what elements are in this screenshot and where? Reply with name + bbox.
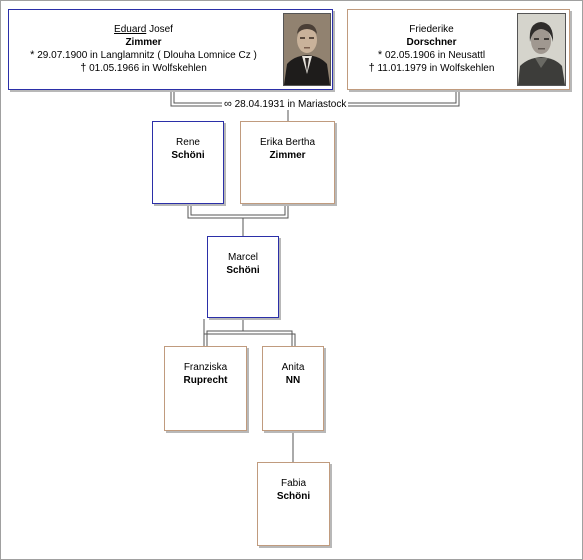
person-box-erika-zimmer[interactable]: Erika Bertha Zimmer xyxy=(240,121,335,204)
person-box-fabia-schoeni[interactable]: Fabia Schöni xyxy=(257,462,330,546)
given-name: Fabia xyxy=(280,478,306,489)
person-box-friederike-dorschner[interactable]: Friederike Dorschner * 02.05.1906 in Neu… xyxy=(347,9,570,90)
person-name: Eduard Josef xyxy=(13,23,274,36)
surname: NN xyxy=(285,375,301,386)
death-line: † 11.01.1979 in Wolfskehlen xyxy=(352,62,511,75)
marriage-info: 28.04.1931 in Mariastock xyxy=(234,99,347,110)
person-box-franziska-ruprecht[interactable]: Franziska Ruprecht xyxy=(164,346,247,431)
given-name: Erika Bertha xyxy=(259,137,316,148)
marriage-label: ∞ 28.04.1931 in Mariastock xyxy=(222,98,349,110)
death-symbol: † xyxy=(80,62,87,74)
given-name: Anita xyxy=(281,362,305,373)
birth-line: * 02.05.1906 in Neusattl xyxy=(352,49,511,62)
given-name: Franziska xyxy=(183,362,228,373)
surname: Schöni xyxy=(226,265,260,276)
death-info: 11.01.1979 in Wolfskehlen xyxy=(377,63,495,74)
person-box-anita-nn[interactable]: Anita NN xyxy=(262,346,324,431)
death-symbol: † xyxy=(368,62,375,74)
first-given-name: Eduard xyxy=(114,24,147,35)
person-box-marcel-schoeni[interactable]: Marcel Schöni xyxy=(207,236,279,318)
birth-symbol: * xyxy=(377,49,383,61)
person-box-rene-schoeni[interactable]: Rene Schöni xyxy=(152,121,224,204)
portrait-photo-friederike[interactable] xyxy=(517,13,566,86)
birth-info: 02.05.1906 in Neusattl xyxy=(384,50,486,61)
person-box-eduard-zimmer[interactable]: Eduard Josef Zimmer * 29.07.1900 in Lang… xyxy=(8,9,333,90)
birth-symbol: * xyxy=(30,49,35,61)
birth-line: * 29.07.1900 in Langlamnitz ( Dlouha Lom… xyxy=(13,49,274,62)
surname: Zimmer xyxy=(125,37,162,48)
portrait-photo-eduard[interactable] xyxy=(283,13,331,86)
couple1-line-outer xyxy=(187,204,289,219)
given-name: Friederike xyxy=(409,24,454,35)
couple2-line-inner xyxy=(206,330,293,346)
surname: Dorschner xyxy=(406,37,457,48)
surname: Schöni xyxy=(276,491,311,502)
death-line: † 01.05.1966 in Wolfskehlen xyxy=(13,62,274,75)
given-name: Marcel xyxy=(227,252,258,263)
other-given-name: Josef xyxy=(149,24,173,35)
birth-info: 29.07.1900 in Langlamnitz ( Dlouha Lomni… xyxy=(37,50,257,61)
couple1-line-inner xyxy=(190,204,286,216)
marriage-symbol: ∞ xyxy=(224,98,232,110)
surname: Schöni xyxy=(171,150,205,161)
surname: Zimmer xyxy=(269,150,306,161)
given-name: Rene xyxy=(176,137,200,148)
surname: Ruprecht xyxy=(183,375,228,386)
couple2-line-outer xyxy=(203,319,296,346)
death-info: 01.05.1966 in Wolfskehlen xyxy=(89,63,207,74)
